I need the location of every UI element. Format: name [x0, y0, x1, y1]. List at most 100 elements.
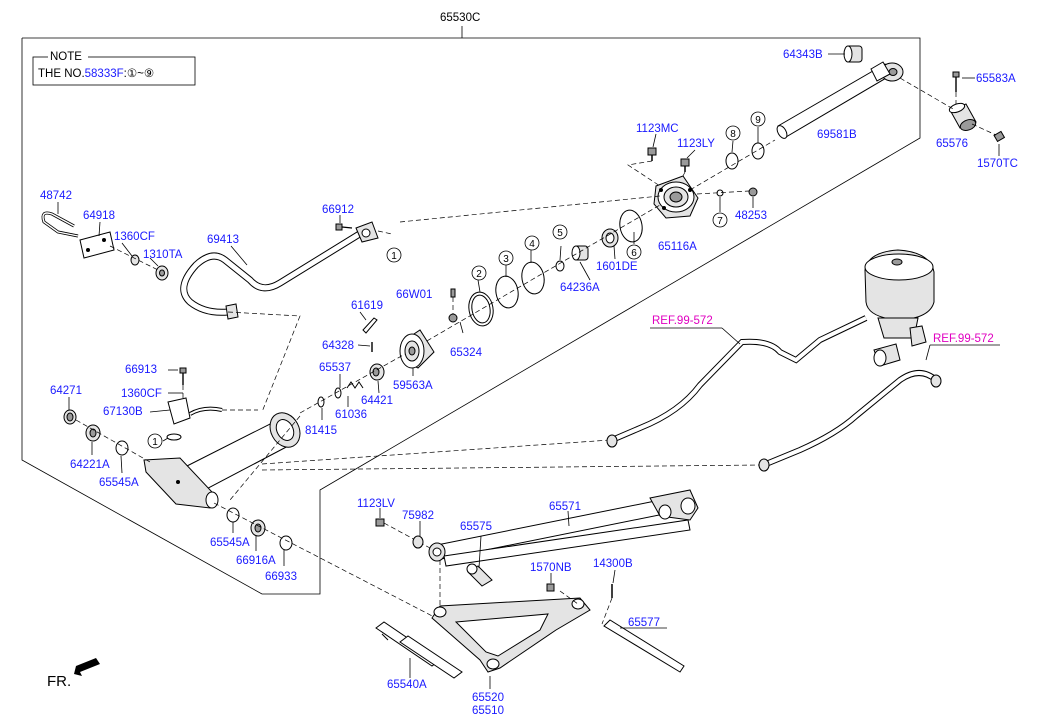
part-label-64328[interactable]: 64328	[322, 340, 354, 352]
circled-2: 2	[471, 265, 487, 281]
ref-label-2[interactable]: REF.99-572	[933, 333, 994, 345]
part-label-69581b[interactable]: 69581B	[817, 129, 857, 141]
part-label-65324[interactable]: 65324	[450, 347, 483, 359]
part-label-64221a[interactable]: 64221A	[70, 459, 110, 471]
ref-label-1[interactable]: REF.99-572	[652, 315, 713, 327]
air-tank-drawing	[864, 249, 935, 367]
o-ring-6-drawing	[619, 209, 643, 243]
washer-75982-drawing	[412, 535, 424, 549]
seal-1601de-drawing	[601, 228, 619, 248]
bolt-1570nb-drawing	[546, 583, 555, 592]
o-ring-3-drawing	[495, 275, 519, 309]
circled-4: 4	[524, 235, 540, 251]
svg-text:5: 5	[557, 228, 563, 239]
part-label-1123mc[interactable]: 1123MC	[636, 123, 679, 135]
part-label-65520[interactable]: 65520	[472, 692, 504, 704]
u-bolt-48742-drawing	[41, 211, 79, 238]
main-assembly-label[interactable]: 65530C	[440, 12, 480, 24]
spring-61036-drawing	[346, 381, 364, 389]
part-label-66933[interactable]: 66933	[265, 571, 297, 583]
note-title: NOTE	[50, 51, 82, 63]
circled-6: 6	[626, 244, 642, 260]
part-label-66912[interactable]: 66912	[322, 204, 354, 216]
part-label-1570nb[interactable]: 1570NB	[530, 562, 572, 574]
part-label-65537[interactable]: 65537	[319, 362, 351, 374]
tube-69413-drawing	[180, 221, 379, 320]
part-label-1123lv[interactable]: 1123LV	[357, 498, 395, 510]
part-label-64236a[interactable]: 64236A	[560, 282, 600, 294]
plates-65540a-drawing	[375, 621, 463, 679]
part-label-69413[interactable]: 69413	[207, 234, 239, 246]
circled-1-b: 1	[147, 433, 163, 449]
bushing-64236a-drawing	[571, 245, 589, 261]
svg-text:6: 6	[631, 248, 637, 259]
bushing-64221a-drawing	[85, 424, 101, 442]
part-label-48253[interactable]: 48253	[735, 210, 767, 222]
housing-59563a-drawing	[399, 329, 435, 369]
washer-48253-drawing	[716, 187, 758, 197]
front-arrow-icon	[74, 658, 100, 676]
part-label-65540a[interactable]: 65540A	[387, 679, 427, 691]
svg-text:2: 2	[476, 269, 482, 280]
part-label-1570tc[interactable]: 1570TC	[977, 158, 1018, 170]
note-box: NOTE THE NO.58333F:①~⑨	[32, 51, 196, 86]
pipe-1-drawing	[606, 315, 868, 448]
circled-5: 5	[552, 224, 568, 240]
part-label-66913[interactable]: 66913	[125, 364, 157, 376]
part-label-1360cf-a[interactable]: 1360CF	[114, 231, 155, 243]
part-label-61619[interactable]: 61619	[351, 300, 383, 312]
part-label-65116a[interactable]: 65116A	[658, 241, 697, 253]
circled-7: 7	[712, 212, 728, 228]
cylinder-67130b-drawing	[143, 397, 301, 509]
part-label-65545a-b[interactable]: 65545A	[210, 537, 250, 549]
part-label-65576[interactable]: 65576	[936, 138, 968, 150]
part-label-1123ly[interactable]: 1123LY	[677, 138, 715, 150]
ring-65545a-a-drawing	[115, 440, 129, 456]
bushing-65575-drawing	[466, 563, 493, 587]
nut-1360cf-a-drawing	[130, 254, 140, 266]
part-label-65577[interactable]: 65577	[628, 617, 660, 629]
part-label-65545a-a[interactable]: 65545A	[99, 477, 139, 489]
svg-text:1: 1	[152, 437, 158, 448]
part-label-1601de[interactable]: 1601DE	[596, 261, 638, 273]
rod-69581b-drawing	[776, 61, 904, 139]
part-label-64271[interactable]: 64271	[50, 385, 82, 397]
part-label-65571[interactable]: 65571	[549, 501, 581, 513]
part-label-48742[interactable]: 48742	[40, 190, 72, 202]
circled-9: 9	[750, 111, 766, 127]
o-ring-9-drawing	[751, 142, 765, 160]
part-label-67130b[interactable]: 67130B	[103, 406, 143, 418]
bolt-66912-drawing	[335, 223, 353, 231]
part-label-14300b[interactable]: 14300B	[593, 558, 633, 570]
part-label-75982[interactable]: 75982	[402, 510, 434, 522]
svg-text:4: 4	[529, 239, 535, 250]
front-label: FR.	[47, 673, 71, 690]
part-label-66916a[interactable]: 66916A	[236, 555, 276, 567]
circled-3: 3	[498, 250, 514, 266]
part-label-65510[interactable]: 65510	[472, 705, 504, 717]
part-label-64343b[interactable]: 64343B	[783, 49, 823, 61]
part-label-66w01[interactable]: 66W01	[396, 289, 432, 301]
part-label-64421[interactable]: 64421	[361, 395, 393, 407]
circled-8: 8	[725, 125, 741, 141]
svg-text:1: 1	[391, 251, 397, 262]
bushing-64421-drawing	[369, 363, 385, 381]
part-label-59563a[interactable]: 59563A	[393, 380, 433, 392]
rod-65571-drawing	[428, 489, 699, 567]
svg-text:9: 9	[755, 115, 761, 126]
circled-1-a: 1	[386, 247, 402, 263]
part-label-1310ta[interactable]: 1310TA	[143, 249, 183, 261]
ring-5-drawing	[555, 260, 565, 272]
part-label-61036[interactable]: 61036	[335, 409, 367, 421]
assembly-frame	[21, 37, 921, 595]
part-label-81415[interactable]: 81415	[305, 425, 337, 437]
part-label-65583a[interactable]: 65583A	[976, 73, 1016, 85]
part-label-64918[interactable]: 64918	[83, 210, 115, 222]
ring-66933-drawing	[279, 535, 293, 551]
bracket-64918-drawing	[79, 231, 115, 259]
bolt-66913-drawing	[179, 367, 187, 385]
bracket-65520-drawing	[431, 597, 591, 673]
part-label-1360cf-b[interactable]: 1360CF	[121, 388, 162, 400]
part-label-65575[interactable]: 65575	[460, 521, 492, 533]
